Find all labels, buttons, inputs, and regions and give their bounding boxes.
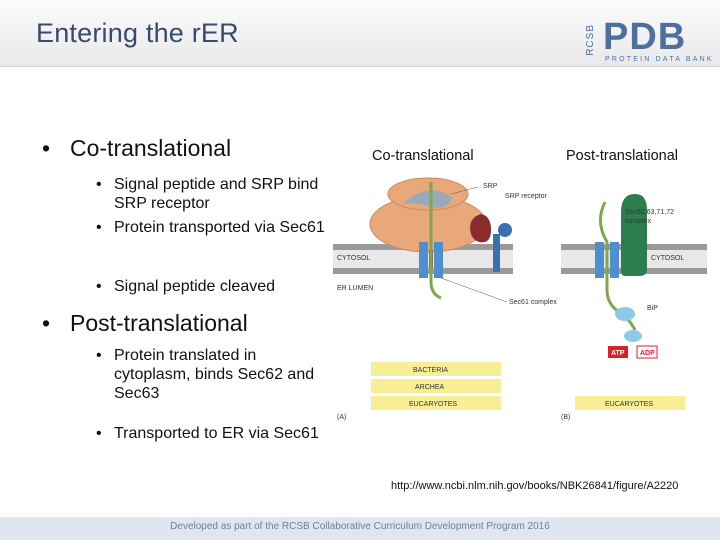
bullet-post-translational: Post-translational <box>42 310 248 337</box>
label-panel-b: (B) <box>561 414 570 421</box>
label-cytosol-a: CYTOSOL <box>337 255 370 262</box>
sub-bullet: Transported to ER via Sec61 <box>96 424 328 443</box>
sec61-channel-b-right <box>610 242 619 278</box>
panel-b-title: Post-translational <box>566 148 679 164</box>
label-bip: BiP <box>647 305 658 312</box>
rcsb-pdb-logo: RCSB PDB PROTEIN DATA BANK <box>585 16 715 66</box>
label-cytosol-b: CYTOSOL <box>651 255 684 262</box>
sec61-channel-a-right <box>434 242 443 278</box>
footer-text: Developed as part of the RCSB Collaborat… <box>170 521 550 532</box>
logo-subtitle: PROTEIN DATA BANK <box>605 56 714 63</box>
atp-box <box>608 346 628 358</box>
box-eucaryotes-b <box>575 396 685 410</box>
logo-rcsb-text: RCSB <box>585 24 596 56</box>
bip-protein-2 <box>624 330 642 342</box>
sub-bullet: Protein translated in cytoplasm, binds S… <box>96 346 328 403</box>
label-srp: SRP <box>483 183 498 190</box>
srp-receptor-beta <box>498 223 512 237</box>
translocation-figure: SRP SRP receptor CYTOSOL ER LUMEN Sec61 … <box>333 172 707 427</box>
slide-title: Entering the rER <box>36 18 239 48</box>
sec61-channel-a-left <box>419 242 428 278</box>
label-srp-receptor: SRP receptor <box>505 193 548 200</box>
source-url[interactable]: http://www.ncbi.nlm.nih.gov/books/NBK268… <box>391 480 679 492</box>
box-eucaryotes-a <box>371 396 501 410</box>
box-archea <box>371 379 501 393</box>
footer-bar: Developed as part of the RCSB Collaborat… <box>0 517 720 540</box>
sub-bullet: Protein transported via Sec61 <box>96 218 328 237</box>
box-bacteria <box>371 362 501 376</box>
label-archea: ARCHEA <box>415 384 445 391</box>
label-er-lumen: ER LUMEN <box>337 285 373 292</box>
nascent-chain-a <box>429 182 442 300</box>
adp-box <box>636 345 658 359</box>
label-adp: ADP <box>640 350 655 357</box>
bip-protein-1 <box>615 307 635 321</box>
label-sec61: Sec61 complex <box>509 299 557 306</box>
sub-bullet: Signal peptide and SRP bind SRP receptor <box>96 175 328 213</box>
label-panel-a: (A) <box>337 414 346 421</box>
sub-bullet: Signal peptide cleaved <box>96 277 328 296</box>
sec62-63-complex <box>621 194 647 276</box>
srp-receptor-anchor <box>493 234 500 272</box>
panel-a-title: Co-translational <box>372 148 474 164</box>
label-bacteria: BACTERIA <box>413 367 448 374</box>
srp-particle <box>403 190 453 208</box>
logo-pdb-text: PDB <box>603 16 687 58</box>
bullet-co-translational: Co-translational <box>42 135 231 162</box>
srp-receptor <box>470 214 491 243</box>
label-eucaryotes-a: EUCARYOTES <box>409 401 457 408</box>
sec61-channel-b-left <box>595 242 604 278</box>
label-eucaryotes-b: EUCARYOTES <box>605 401 653 408</box>
label-atp: ATP <box>611 350 625 357</box>
header-bar: Entering the rER RCSB PDB PROTEIN DATA B… <box>0 0 720 67</box>
